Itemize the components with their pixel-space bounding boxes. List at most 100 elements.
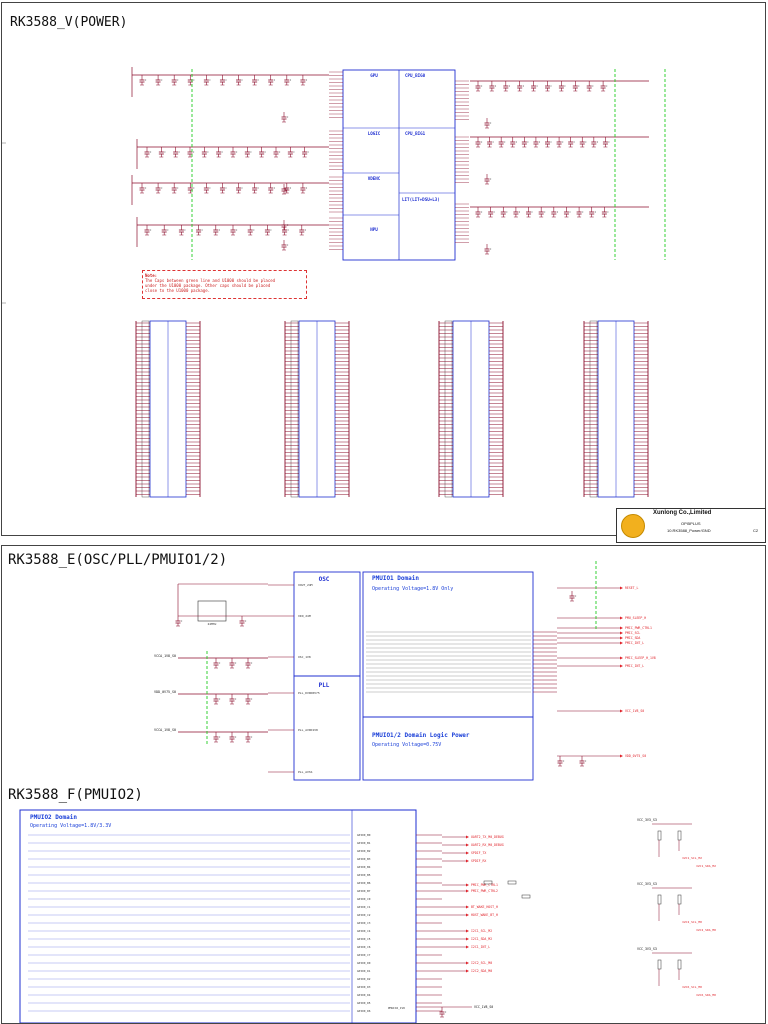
- decoupling-cap: C: [236, 229, 238, 232]
- net-port-arrow: [466, 843, 469, 847]
- decoupling-cap: C: [274, 187, 276, 190]
- decoupling-cap: C: [225, 187, 227, 190]
- pmuio2-title: PMUIO2 Domain: [30, 814, 77, 821]
- net-port-arrow: [620, 656, 623, 660]
- decoupling-cap: C: [504, 141, 506, 144]
- decoupling-cap: C: [250, 151, 252, 154]
- osc-pin-name: XOUT_24M: [298, 583, 313, 587]
- decoupling-cap: C: [509, 85, 511, 88]
- decoupling-cap: C: [235, 698, 237, 701]
- gnd-bank-label-column: [444, 320, 453, 498]
- gnd-bank-label-column: [141, 320, 150, 498]
- decoupling-cap: C: [481, 141, 483, 144]
- decoupling-cap: C: [578, 85, 580, 88]
- pullup-rail-label: VCC_3V3_S3: [637, 947, 657, 951]
- decoupling-cap: C: [551, 141, 553, 144]
- decoupling-cap: C: [219, 229, 221, 232]
- decoupling-cap: C: [585, 141, 587, 144]
- decoupling-cap: C: [293, 151, 295, 154]
- osc-pin-name: XIN_24M: [298, 614, 311, 618]
- placement-note: Note: The Caps between green line and U1…: [142, 270, 307, 299]
- pullup-rail-label: VCC_3V3_S3: [637, 882, 657, 886]
- net-port-arrow: [466, 945, 469, 949]
- gpio-pin-name: GPIO0_C4: [357, 929, 371, 933]
- note-title: Note:: [145, 273, 158, 278]
- decoupling-cap: C: [207, 151, 209, 154]
- decoupling-cap: C: [219, 698, 221, 701]
- pmuio2-voltage: Operating Voltage=1.8V/3.3V: [30, 823, 112, 829]
- power-block-label-3: NPU: [370, 227, 378, 232]
- note-line-1: The Caps between green line and U1000 sh…: [145, 278, 276, 283]
- osc-pin-name: PLL_AVSS: [298, 770, 313, 774]
- right-net-label: PMU_SLEEP_H: [625, 616, 646, 620]
- gpio-pin-name: GPIO0_B7: [357, 889, 371, 893]
- pmuio2-supply-pin: PMUIO2_1V8: [388, 1006, 405, 1010]
- decoupling-cap: C: [532, 211, 534, 214]
- net-port-arrow: [620, 616, 623, 620]
- pll-block-title: PLL: [319, 682, 330, 689]
- decoupling-cap: C: [274, 79, 276, 82]
- gpio-pin-name: GPIO0_D6: [357, 1009, 371, 1013]
- note-line-2: under the U1000 package. Other caps shou…: [145, 283, 271, 288]
- reset-cap: C: [575, 595, 577, 598]
- decoupling-cap: C: [235, 736, 237, 739]
- gpio-pin-name: GPIO0_C7: [357, 953, 371, 957]
- load-cap: C: [245, 620, 247, 623]
- net-port-arrow: [620, 586, 623, 590]
- left-supply-net: VCCA_1V8_S0: [154, 654, 176, 658]
- gnd-bank-label-column: [589, 320, 598, 498]
- net-port-arrow: [466, 929, 469, 933]
- decoupling-cap: C: [202, 229, 204, 232]
- decoupling-cap: C: [222, 151, 224, 154]
- decoupling-cap: C: [219, 736, 221, 739]
- net-port-arrow: [620, 641, 623, 645]
- decoupling-cap: C: [606, 85, 608, 88]
- gpio-pin-name: GPIO0_C2: [357, 913, 371, 917]
- power-block-label-4: CPU_BIG0: [405, 73, 426, 78]
- pmuio1-voltage: Operating Voltage=1.8V Only: [372, 586, 454, 592]
- bulk-cap: C: [490, 248, 492, 251]
- decoupling-cap: C: [235, 662, 237, 665]
- pullup-resistor: [677, 894, 682, 905]
- decoupling-cap: C: [557, 211, 559, 214]
- pmuio2-net-label: I2C2_SDA_M0: [471, 969, 492, 973]
- gpio-pin-name: GPIO0_D5: [357, 1001, 371, 1005]
- decoupling-cap: C: [595, 211, 597, 214]
- decoupling-cap: C: [592, 85, 594, 88]
- net-port-arrow: [466, 961, 469, 965]
- resistor: [507, 880, 517, 885]
- sheet-title-pmuio2: RK3588_F(PMUIO2): [8, 787, 143, 803]
- decoupling-cap: C: [179, 151, 181, 154]
- decoupling-cap: C: [236, 151, 238, 154]
- net-port-arrow: [620, 636, 623, 640]
- decoupling-cap: C: [209, 187, 211, 190]
- crystal-freq: 24MHz: [207, 622, 216, 626]
- pmuio2-net-label: SPDIF_TX: [471, 851, 486, 855]
- net-port-arrow: [466, 835, 469, 839]
- logic-power-voltage: Operating Voltage=0.75V: [372, 742, 442, 748]
- pullup-resistor: [677, 830, 682, 841]
- net-port-arrow: [620, 626, 623, 630]
- decoupling-cap: C: [582, 211, 584, 214]
- gpio-pin-name: GPIO0_B2: [357, 849, 371, 853]
- pmuio2-net-label: BT_WAKE_HOST_H: [471, 905, 498, 909]
- osc-pin-name: PLL_AVDD1V8: [298, 728, 318, 732]
- gpio-pin-name: GPIO0_C3: [357, 921, 371, 925]
- decoupling-cap: C: [270, 229, 272, 232]
- decoupling-cap: C: [493, 141, 495, 144]
- crystal-24mhz: [197, 600, 227, 622]
- decoupling-cap: C: [193, 187, 195, 190]
- pullup-net-label: I2C2_SCL_M0: [682, 920, 702, 924]
- right-net-label: PMIC_SDA: [625, 636, 640, 640]
- decoupling-cap: C: [193, 151, 195, 154]
- decoupling-cap: C: [161, 79, 163, 82]
- decoupling-cap: C: [585, 760, 587, 763]
- decoupling-cap: C: [306, 187, 308, 190]
- bulk-cap: C: [287, 244, 289, 247]
- pullup-net-label: I2C6_SDA_M0: [696, 993, 716, 997]
- decoupling-cap: C: [161, 187, 163, 190]
- pmuio2-net-label: SPDIF_RX: [471, 859, 486, 863]
- pullup-net-label: I2C1_SCL_M2: [682, 856, 702, 860]
- bulk-cap: C: [287, 224, 289, 227]
- decoupling-cap: C: [251, 736, 253, 739]
